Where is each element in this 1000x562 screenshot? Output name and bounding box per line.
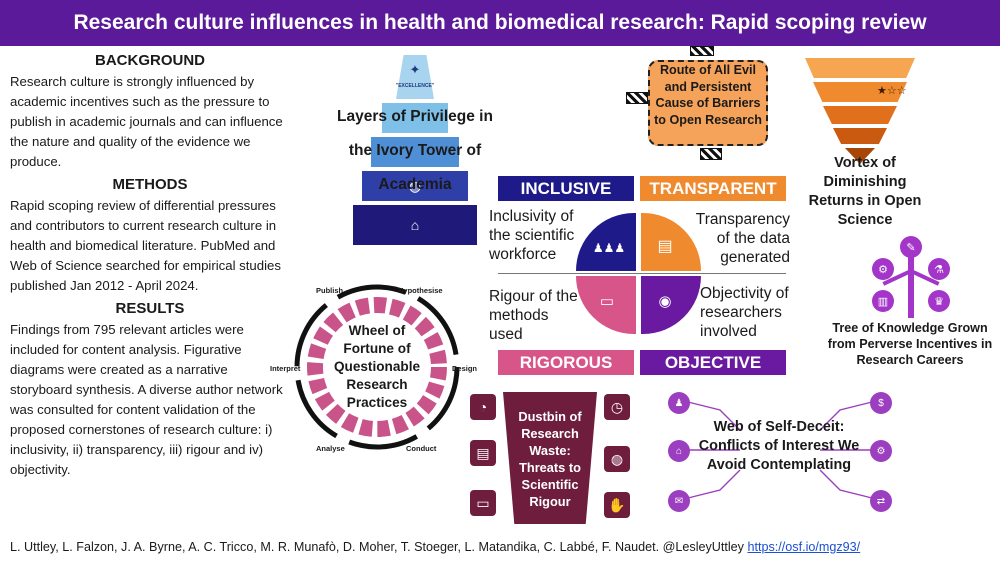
folder-search-icon: ▭ — [599, 293, 615, 310]
pyramid-peak — [396, 55, 434, 99]
pyramid-title: Layers of Privilege in the Ivory Tower o… — [337, 108, 493, 193]
bank-icon: ⌂ — [668, 440, 690, 462]
pyramid-layer-3 — [371, 137, 459, 167]
teacher-icon: ⌂ — [410, 217, 420, 233]
background-text: Research culture is strongly influenced … — [10, 74, 283, 169]
wheel-stage-conduct: Conduct — [406, 444, 437, 453]
page-title: Research culture influences in health an… — [0, 0, 1000, 46]
web-svg — [679, 399, 881, 501]
dustbin-body — [503, 392, 597, 524]
left-text-column: BACKGROUND Research culture is strongly … — [10, 50, 290, 480]
wheel-stage-hypothesise: Hypothesise — [398, 286, 443, 295]
wheel-stage-analyse: Analyse — [316, 444, 345, 453]
barrier-icon-top — [690, 46, 714, 56]
background-heading: BACKGROUND — [95, 52, 205, 69]
inclusive-text: Inclusivity of the scientific workforce — [489, 208, 575, 263]
results-text: Findings from 795 relevant articles were… — [10, 322, 283, 477]
objective-heading: OBJECTIVE — [640, 350, 786, 375]
results-heading: RESULTS — [115, 300, 185, 317]
pyramid-figure: "EXCELLENCE" ✦ ◍ ⌂ — [345, 55, 485, 250]
trophy-icon: ♛ — [928, 290, 950, 312]
vortex-band-3 — [823, 106, 897, 124]
computer-icon: ▭ — [470, 490, 496, 516]
pyramid-layer-5 — [353, 205, 477, 245]
document-icon: ▤ — [470, 440, 496, 466]
excellence-label: "EXCELLENCE" — [395, 83, 435, 89]
tree-title: Tree of Knowledge Grown from Perverse In… — [827, 321, 993, 367]
wheel-stage-interpret: Interpret — [270, 364, 301, 373]
route-box — [648, 60, 768, 146]
footer-authors: L. Uttley, L. Falzon, J. A. Byrne, A. C.… — [10, 540, 744, 554]
pyramid-layer-2 — [382, 103, 448, 133]
objective-text: Objectivity of researchers involved — [700, 285, 789, 340]
dustbin-title: Dustbin of Research Waste: Threats to Sc… — [518, 409, 582, 509]
wheel-stage-design: Design — [452, 364, 478, 373]
gear-icon: ⚙ — [872, 258, 894, 280]
barrier-icon-bottom — [700, 148, 722, 160]
osf-link[interactable]: https://osf.io/mgz93/ — [747, 540, 861, 554]
clipboard-icon: ▤ — [657, 238, 673, 255]
tree-trunk — [908, 256, 914, 318]
rigorous-text: Rigour of the methods used — [489, 288, 578, 343]
scroll-icon: ✎ — [900, 236, 922, 258]
brain-icon: ◔ — [470, 394, 496, 420]
wheel-figure — [288, 278, 466, 456]
web-title: Web of Self-Deceit: Conflicts of Interes… — [698, 419, 860, 473]
wheel-stage-publish: Publish — [316, 286, 344, 295]
transparent-heading: TRANSPARENT — [640, 176, 786, 201]
route-title: Route of All Evil and Persistent Cause o… — [654, 63, 762, 127]
barrier-icon-left — [626, 92, 648, 104]
stopwatch-icon: ◷ — [604, 394, 630, 420]
books-icon: ▥ — [872, 290, 894, 312]
vortex-band-1 — [805, 58, 915, 78]
vortex-stars: ★☆☆ — [877, 85, 907, 97]
matrix-divider-h — [498, 273, 786, 274]
lightbulb-icon: ✦ — [409, 62, 421, 77]
globe-icon-dustbin: ◍ — [604, 446, 630, 472]
wheel-title: Wheel of Fortune of Questionable Researc… — [333, 323, 421, 410]
vortex-figure: ★☆☆ — [805, 58, 915, 168]
person-view-icon: ◉ — [658, 293, 672, 310]
tree-figure: ✎ ⚙ ⚗ ▥ ♛ — [866, 236, 956, 320]
methods-text: Rapid scoping review of differential pre… — [10, 198, 281, 293]
web-figure — [660, 390, 900, 520]
wheel-svg — [294, 284, 460, 450]
money-icon: $ — [870, 392, 892, 414]
footer: L. Uttley, L. Falzon, J. A. Byrne, A. C.… — [10, 540, 860, 554]
vortex-title: Vortex of Diminishing Returns in Open Sc… — [808, 155, 922, 228]
mail-icon: ✉ — [668, 490, 690, 512]
cog-hand-icon: ⚙ — [870, 440, 892, 462]
globe-icon: ◍ — [408, 177, 422, 194]
team-icon: ♟ — [668, 392, 690, 414]
vortex-band-2 — [813, 82, 907, 102]
methods-heading: METHODS — [112, 176, 188, 193]
handshake-icon: ⇄ — [870, 490, 892, 512]
vortex-band-4 — [833, 128, 887, 144]
hand-icon: ✋ — [604, 492, 630, 518]
inclusive-heading: INCLUSIVE — [498, 176, 634, 201]
rigorous-heading: RIGOROUS — [498, 350, 634, 375]
pyramid-layer-4 — [362, 171, 468, 201]
transparent-text: Transparency of the data generated — [695, 211, 790, 266]
people-icon: ♟♟♟ — [592, 241, 626, 255]
flask-icon: ⚗ — [928, 258, 950, 280]
